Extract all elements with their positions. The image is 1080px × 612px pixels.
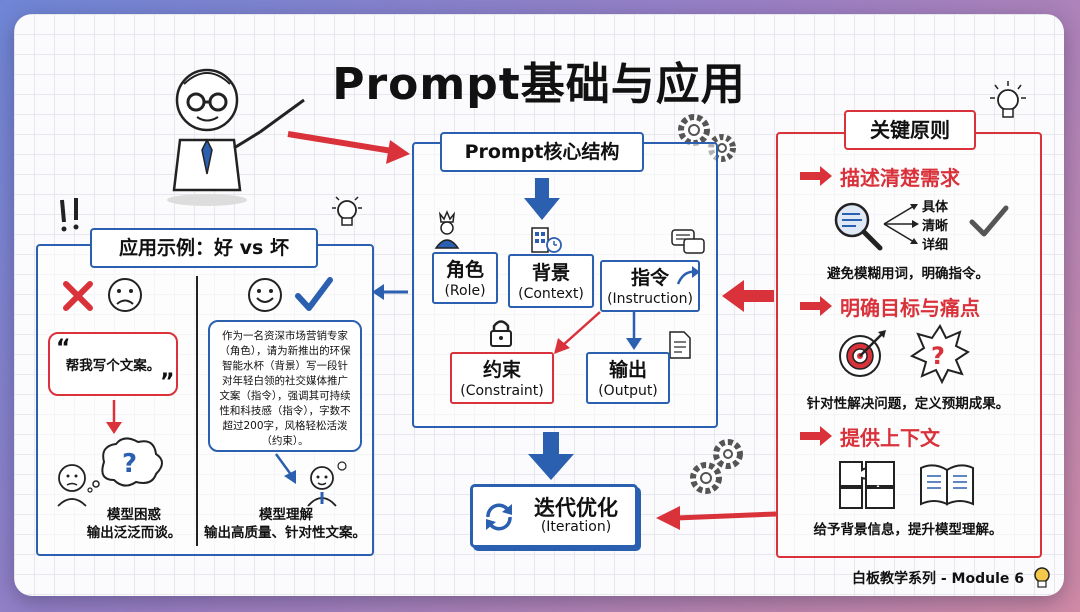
- footer-label: 白板教学系列 - Module 6: [851, 571, 1024, 587]
- branch-arrows-icon: [883, 204, 919, 244]
- constraint-label: 约束: [482, 359, 521, 381]
- crown-person-icon: [434, 210, 460, 249]
- arrow-core-to-examples: [372, 284, 408, 300]
- checkmark-icon: [969, 205, 1009, 237]
- svg-text:?: ?: [122, 449, 137, 479]
- principles-panel: [776, 132, 1042, 558]
- happy-face-icon: [248, 278, 282, 312]
- sad-face-icon: [108, 278, 142, 312]
- principle-3-title: 提供上下文: [840, 426, 940, 450]
- examples-title: 应用示例：好 vs 坏: [90, 228, 318, 268]
- principle-1-desc: 避免模糊用词，明确指令。: [827, 266, 989, 282]
- instruction-label: 指令: [630, 267, 669, 289]
- iteration-sublabel: (Iteration): [540, 519, 612, 535]
- good-prompt-text: 作为一名资深市场营销专家（角色），请为新推出的环保智能水杯（背景）写一段针对年轻…: [219, 330, 351, 447]
- page-title: Prompt基础与应用: [332, 59, 746, 110]
- thinking-person-icon: [307, 461, 347, 507]
- chat-bubbles-icon: [671, 229, 705, 254]
- arrow-instruction-to-constraint: [554, 311, 601, 354]
- instruction-sublabel: (Instruction): [607, 291, 693, 307]
- principle-2-desc: 针对性解决问题，定义预期成果。: [806, 396, 1010, 412]
- lightbulb-icon: [990, 81, 1026, 118]
- document-icon: [669, 331, 691, 359]
- principle-3-desc: 给予背景信息，提升模型理解。: [813, 522, 1003, 538]
- role-box: 角色 (Role): [432, 252, 498, 304]
- red-arrow-icon: [800, 166, 832, 186]
- exclamation-icon: [60, 198, 79, 232]
- output-sublabel: (Output): [598, 383, 658, 399]
- bad-caption-1: 模型困惑: [107, 507, 161, 523]
- lightbulb-icon: [332, 196, 362, 226]
- core-structure-title: Prompt核心结构: [440, 132, 644, 172]
- arrow-down-to-iteration: [528, 432, 574, 480]
- arrow-down-icon: [524, 178, 560, 220]
- good-caption-2: 输出高质量、针对性文案。: [204, 525, 366, 541]
- bad-prompt-text: 帮我写个文案。: [65, 358, 161, 374]
- gear-icon: [690, 439, 743, 494]
- arrow-principles-to-core: [722, 280, 774, 312]
- svg-text:?: ?: [931, 342, 945, 370]
- instruction-box: 指令 (Instruction): [600, 260, 700, 312]
- principle-1-word-1: 具体: [922, 200, 949, 215]
- role-label: 角色: [445, 259, 484, 281]
- question-burst-icon: ?: [909, 324, 970, 385]
- principle-1-title: 描述清楚需求: [840, 166, 960, 190]
- red-arrow-icon: [800, 426, 832, 446]
- puzzle-icon: [839, 461, 895, 509]
- role-sublabel: (Role): [444, 283, 486, 299]
- refresh-icon: [486, 503, 512, 531]
- bad-prompt-bubble: “ 帮我写个文案。 ”: [48, 332, 178, 396]
- target-icon: [839, 330, 886, 377]
- arrow-bad-to-confused: [106, 400, 122, 434]
- quote-open-icon: “: [56, 336, 71, 361]
- good-caption-1: 模型理解: [259, 507, 313, 523]
- whiteboard: Prompt基础与应用 Prompt核心结构: [14, 14, 1064, 596]
- principle-1-word-2: 清晰: [922, 219, 949, 234]
- good-prompt-bubble: 作为一名资深市场营销专家（角色），请为新推出的环保智能水杯（背景）写一段针对年轻…: [208, 320, 362, 452]
- red-arrow-icon: [800, 296, 832, 316]
- output-label: 输出: [608, 359, 647, 381]
- checkmark-icon: [295, 277, 333, 311]
- bad-caption-2: 输出泛泛而谈。: [86, 525, 182, 541]
- principles-title: 关键原则: [844, 110, 976, 150]
- arrow-teacher-to-core: [287, 131, 410, 164]
- context-box: 背景 (Context): [508, 254, 594, 308]
- confused-person-icon: ?: [57, 437, 163, 507]
- principles-title-text: 关键原则: [870, 118, 950, 142]
- curved-arrow-icon: [676, 266, 700, 285]
- iteration-box: [470, 484, 638, 548]
- book-icon: [920, 464, 974, 506]
- magnifier-icon: [834, 202, 883, 251]
- constraint-box: 约束 (Constraint): [450, 352, 554, 404]
- lock-icon: [490, 320, 512, 347]
- core-title-text: Prompt核心结构: [464, 141, 620, 163]
- principle-1-word-3: 详细: [922, 238, 949, 253]
- output-box: 输出 (Output): [586, 352, 670, 404]
- examples-title-text: 应用示例：好 vs 坏: [119, 237, 289, 259]
- arrow-principles-to-iteration: [656, 506, 777, 530]
- context-sublabel: (Context): [518, 286, 584, 302]
- context-label: 背景: [531, 262, 570, 284]
- examples-divider: [196, 276, 198, 546]
- iteration-label: 迭代优化: [534, 496, 618, 520]
- constraint-sublabel: (Constraint): [460, 383, 544, 399]
- building-clock-icon: [531, 227, 562, 253]
- arrow-instruction-to-output: [626, 312, 642, 350]
- quote-close-icon: ”: [160, 370, 175, 395]
- arrow-good-to-understand: [274, 453, 296, 484]
- principle-2-title: 明确目标与痛点: [840, 296, 980, 320]
- cross-icon: [63, 281, 93, 311]
- teacher-illustration: [167, 68, 305, 206]
- lightbulb-icon: [1034, 567, 1050, 588]
